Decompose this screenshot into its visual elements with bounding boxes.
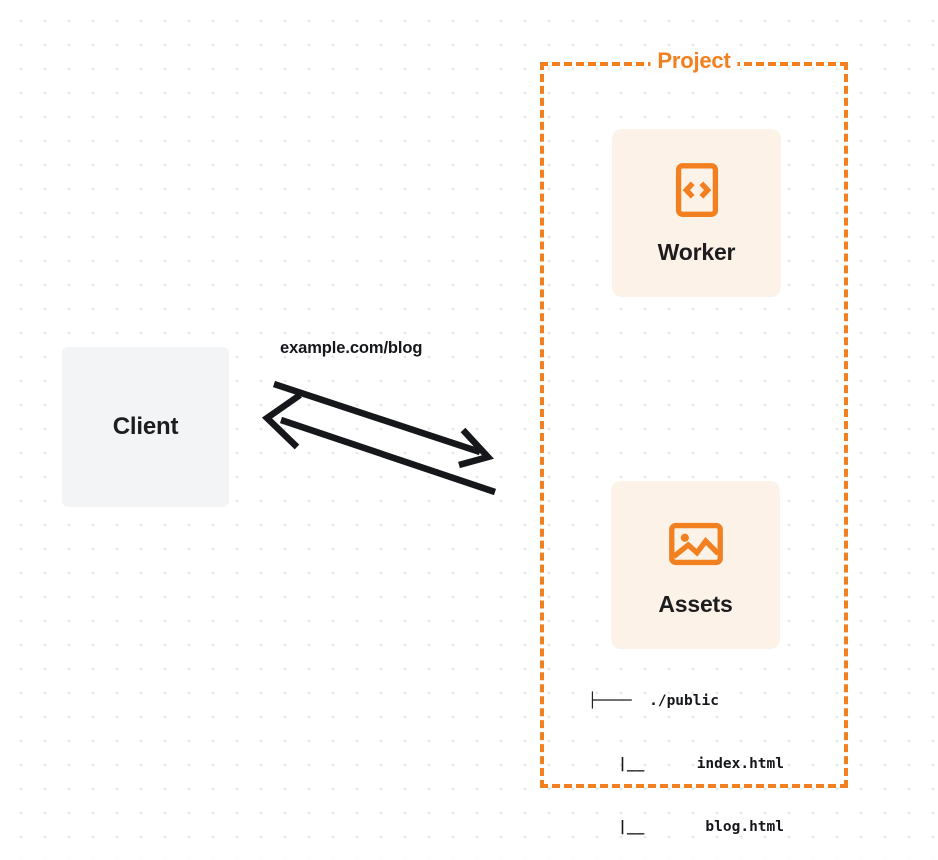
worker-node[interactable]: Worker (612, 129, 781, 297)
client-label: Client (112, 413, 179, 440)
project-title: Project (650, 47, 738, 74)
image-picture-icon (668, 522, 723, 565)
connector-url-label: example.com/blog (280, 339, 423, 357)
client-node[interactable]: Client (62, 347, 229, 507)
response-arrow-icon (261, 392, 497, 496)
request-arrow-icon (272, 380, 495, 469)
assets-node[interactable]: Assets (611, 481, 780, 649)
assets-label: Assets (658, 590, 733, 617)
file-tree-line-root: ├──── ./public (588, 693, 719, 709)
worker-label: Worker (657, 238, 736, 265)
file-tree-line-blog: |__ blog.html (618, 819, 784, 835)
file-tree-line-index: |__ index.html (618, 756, 784, 772)
project-container: Project (540, 47, 848, 788)
assets-file-tree: ├──── ./public |__ index.html |__ blog.h… (588, 649, 784, 860)
code-brackets-icon (675, 162, 718, 217)
